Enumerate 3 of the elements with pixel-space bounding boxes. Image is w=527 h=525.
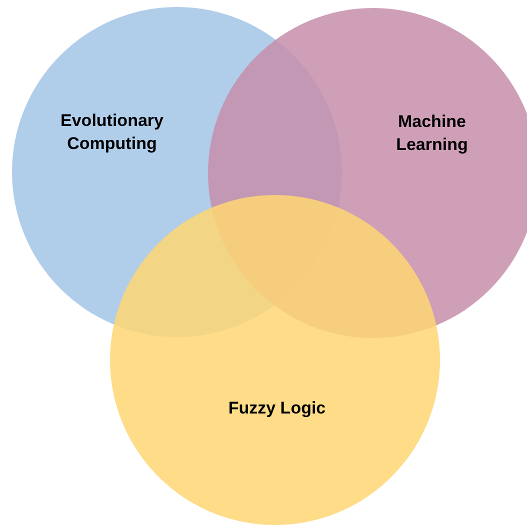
circle-label: Evolutionary Computing (60, 110, 164, 155)
circle-label: Machine Learning (395, 111, 469, 156)
circle-label: Fuzzy Logic (227, 398, 327, 420)
